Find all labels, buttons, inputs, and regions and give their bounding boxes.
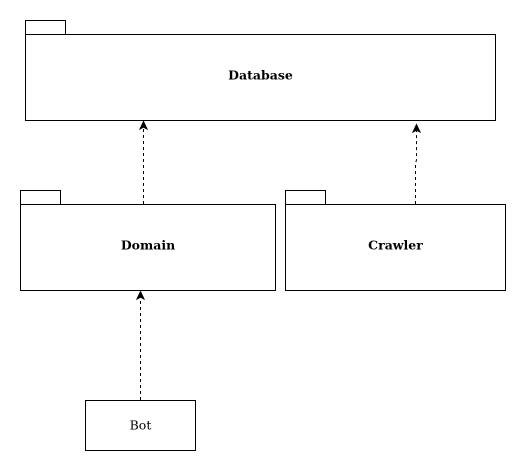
arrowhead-icon xyxy=(135,290,146,301)
package-domain-body xyxy=(20,204,276,291)
component-bot[interactable]: Bot xyxy=(85,400,196,451)
package-domain-tab xyxy=(20,190,61,205)
package-database-label: Database xyxy=(228,68,293,83)
package-domain-label: Domain xyxy=(121,238,175,253)
component-bot-box xyxy=(85,400,196,451)
dependency-bot-to-domain xyxy=(135,290,146,400)
component-bot-label: Bot xyxy=(130,418,152,433)
dependency-domain-to-database xyxy=(138,120,149,204)
arrowhead-icon xyxy=(138,120,149,131)
package-crawler[interactable]: Crawler xyxy=(285,190,506,291)
package-crawler-tab xyxy=(285,190,326,205)
package-database[interactable]: Database xyxy=(25,20,496,121)
arrowhead-icon xyxy=(411,123,422,134)
package-crawler-body xyxy=(285,204,506,291)
dependency-crawler-to-database xyxy=(411,123,422,204)
dependency-line xyxy=(415,131,417,204)
package-database-tab xyxy=(25,20,66,35)
package-crawler-label: Crawler xyxy=(368,238,423,253)
package-database-body xyxy=(25,34,496,121)
package-domain[interactable]: Domain xyxy=(20,190,276,291)
